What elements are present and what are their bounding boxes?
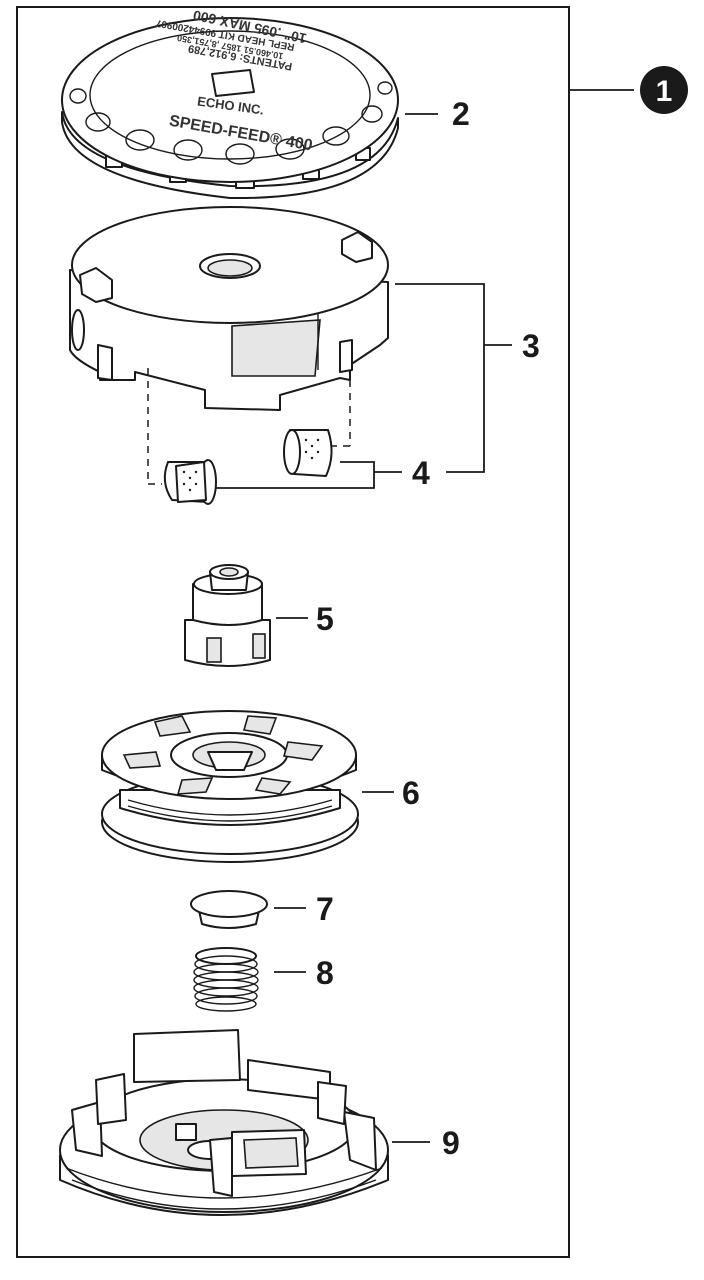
part-7-cap: 7 [190,890,334,929]
svg-text:7: 7 [316,891,334,927]
svg-text:6: 6 [402,775,420,811]
part-3-upper-housing: 3 4 [69,206,540,505]
assembly-frame [16,6,570,1258]
svg-text:1: 1 [656,75,673,108]
svg-text:2: 2 [452,96,470,132]
part-2-lid: ECHO INC. SPEED-FEED® 400 PATENTS: 6,912… [61,7,470,200]
svg-text:5: 5 [316,601,334,637]
svg-text:9: 9 [442,1125,460,1161]
svg-text:3: 3 [522,328,540,364]
assembly-callout: 1 [569,66,688,114]
part-8-spring: 8 [193,947,334,1012]
svg-text:8: 8 [316,955,334,991]
part-9-base: 9 [59,1029,460,1216]
part-6-spool: 6 [101,710,420,863]
svg-text:4: 4 [412,455,430,491]
part-5-adapter: 5 [184,564,334,667]
